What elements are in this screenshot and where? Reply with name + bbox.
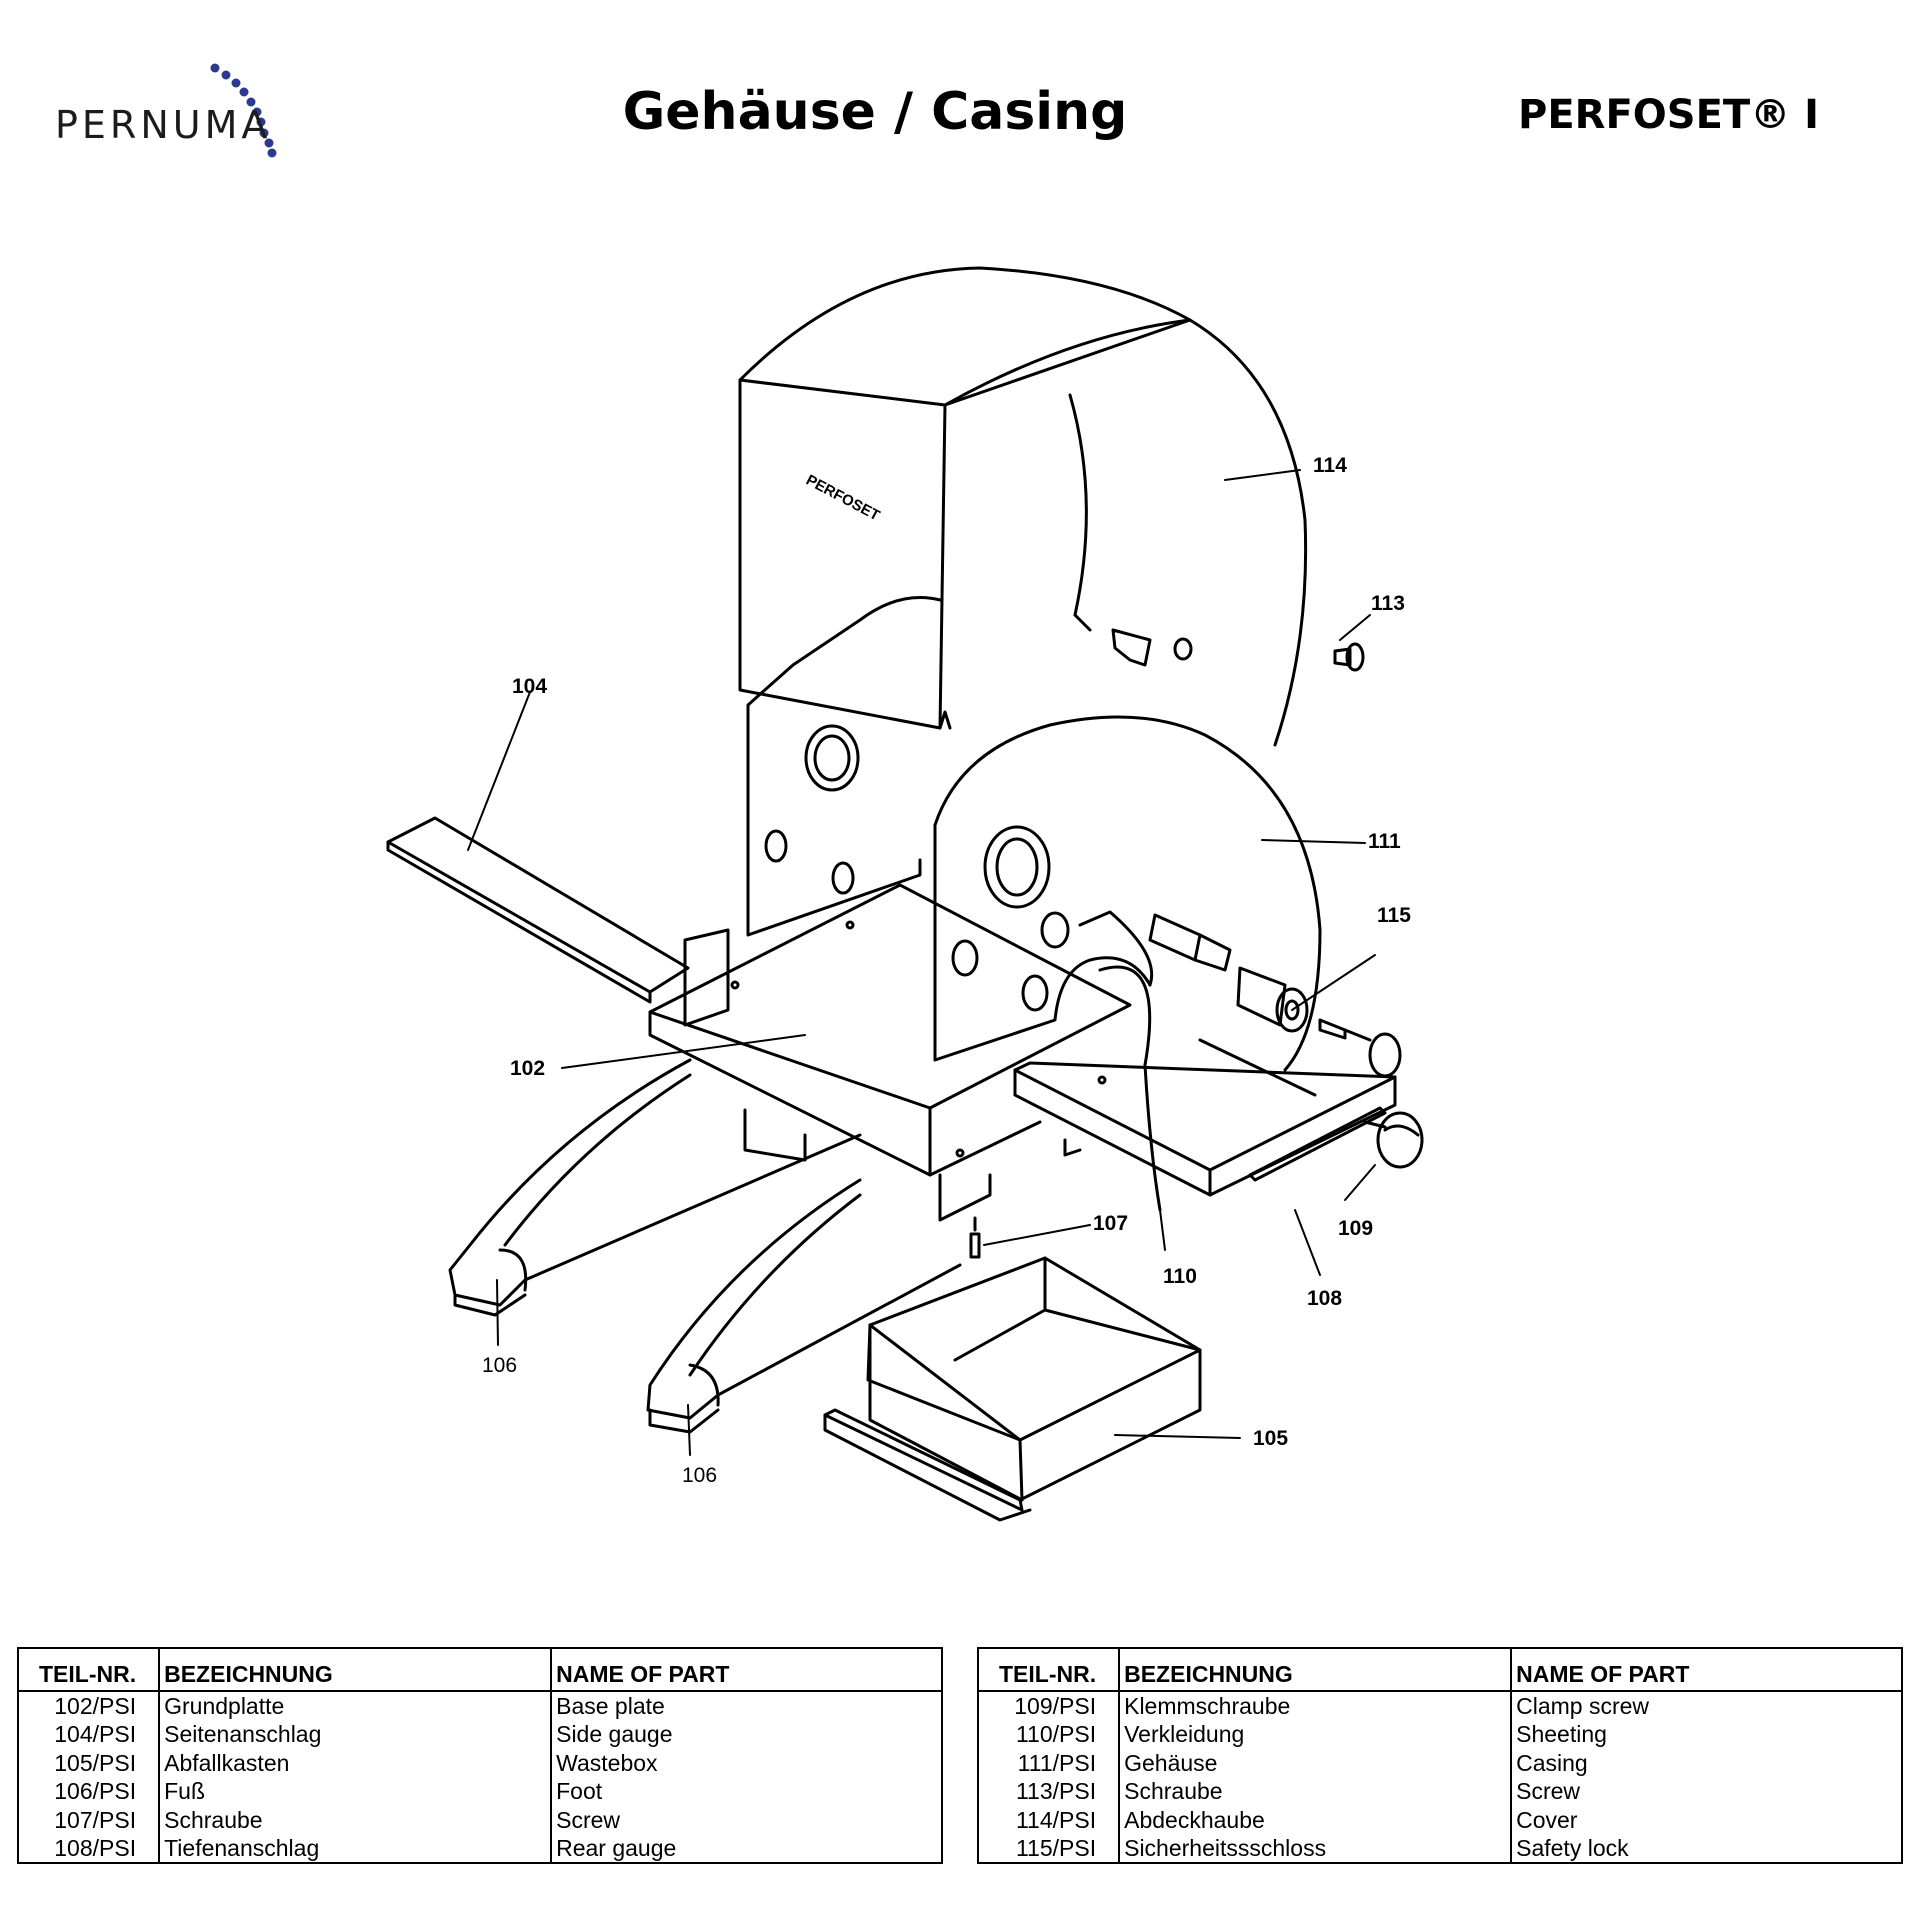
callout-107: 107 [1093,1212,1128,1235]
callout-113: 113 [1371,592,1405,615]
cover-bracket [1111,628,1193,667]
part-designation: Klemmschraube [1118,1691,1512,1720]
logo-text: PERNUMA [55,103,272,147]
part-name: Casing [1510,1748,1903,1777]
foot-right [646,1178,962,1434]
screw-107 [969,1216,981,1259]
part-designation: Sicherheitssschloss [1118,1834,1512,1863]
part-designation: Seitenanschlag [158,1720,552,1749]
safety-lock [1148,913,1402,1078]
part-no: 115/PSI [1015,1835,1097,1861]
part-no: 102/PSI [54,1693,137,1719]
table-header-row: TEIL-NR. BEZEICHNUNG NAME OF PART [18,1648,943,1692]
table-row: 107/PSI Schraube Screw [18,1805,943,1834]
wastebox [823,1256,1202,1522]
part-no: 113/PSI [1015,1778,1097,1805]
casing-brand-text: PERFOSET [803,472,882,525]
screw-113 [1333,642,1365,672]
part-name: Cover [1510,1805,1903,1834]
part-name: Wastebox [550,1748,943,1777]
part-name: Base plate [550,1691,943,1720]
part-no: 104/PSI [54,1721,137,1748]
part-name: Rear gauge [550,1834,943,1863]
product-name: PERFOSET® I [1518,92,1819,138]
exploded-view-diagram: PERFOSET [386,266,1424,1522]
parts-table-left: TEIL-NR. BEZEICHNUNG NAME OF PART 102/PS… [17,1647,944,1864]
part-designation: Fuß [158,1777,552,1806]
cover-hood: PERFOSET [738,266,1308,747]
table-row: 111/PSI Gehäuse Casing [978,1748,1903,1777]
pernuma-logo: PERNUMA [40,55,300,165]
header-designation: BEZEICHNUNG [158,1648,552,1692]
part-no: 110/PSI [1015,1721,1097,1748]
page-title: Gehäuse / Casing [622,82,1128,142]
table-row: 108/PSI Tiefenanschlag Rear gauge [18,1834,943,1863]
table-row: 105/PSI Abfallkasten Wastebox [18,1748,943,1777]
callout-102: 102 [510,1057,545,1080]
table-row: 109/PSI Klemmschraube Clamp screw [978,1691,1903,1720]
part-designation: Gehäuse [1118,1748,1512,1777]
casing-panel [933,715,1322,1072]
header-part-no: TEIL-NR. [978,1648,1120,1692]
part-designation: Abfallkasten [158,1748,552,1777]
table-row: 102/PSI Grundplatte Base plate [18,1691,943,1720]
parts-table-right: TEIL-NR. BEZEICHNUNG NAME OF PART 109/PS… [977,1647,1904,1864]
callout-110: 110 [1163,1265,1197,1288]
part-no: 107/PSI [54,1806,137,1833]
part-name: Screw [1510,1777,1903,1806]
part-designation: Schraube [1118,1777,1512,1806]
part-name: Safety lock [1510,1834,1903,1863]
part-no: 114/PSI [1015,1806,1097,1833]
callout-109: 109 [1338,1217,1373,1240]
part-designation: Abdeckhaube [1118,1805,1512,1834]
part-name: Clamp screw [1510,1691,1903,1720]
part-name: Side gauge [550,1720,943,1749]
part-no: 108/PSI [54,1835,137,1861]
callout-105: 105 [1253,1427,1288,1450]
rear-gauge [1013,1038,1397,1197]
part-name: Screw [550,1805,943,1834]
part-designation: Tiefenanschlag [158,1834,552,1863]
callout-106-left: 106 [482,1354,517,1377]
side-gauge [386,816,730,1027]
table-header-row: TEIL-NR. BEZEICHNUNG NAME OF PART [978,1648,1903,1692]
rear-side-plate [746,596,942,937]
header-designation: BEZEICHNUNG [1118,1648,1512,1692]
part-name: Foot [550,1777,943,1806]
callout-108: 108 [1307,1287,1342,1310]
base-plate [648,883,1132,1222]
header-name-of-part: NAME OF PART [1510,1648,1903,1692]
callout-106-right: 106 [682,1464,717,1487]
table-row: 104/PSI Seitenanschlag Side gauge [18,1720,943,1749]
table-row: 115/PSI Sicherheitssschloss Safety lock [978,1834,1903,1863]
leader-lines [467,469,1376,1456]
part-designation: Schraube [158,1805,552,1834]
part-name: Sheeting [1510,1720,1903,1749]
part-no: 111/PSI [1017,1749,1097,1776]
table-row: 113/PSI Schraube Screw [978,1777,1903,1806]
table-row: 110/PSI Verkleidung Sheeting [978,1720,1903,1749]
part-no: 106/PSI [54,1778,137,1805]
part-designation: Verkleidung [1118,1720,1512,1749]
callout-114: 114 [1313,454,1347,477]
part-no: 105/PSI [54,1749,137,1776]
header-part-no: TEIL-NR. [18,1648,160,1692]
sheeting-wire [1098,965,1162,1212]
part-designation: Grundplatte [158,1691,552,1720]
part-no: 109/PSI [1014,1693,1097,1719]
logo-dots-icon [210,63,277,158]
clamp-screw [1363,1111,1424,1169]
callout-104: 104 [512,675,547,698]
foot-left [448,1058,862,1317]
table-row: 106/PSI Fuß Foot [18,1777,943,1806]
callout-115: 115 [1377,904,1411,927]
table-row: 114/PSI Abdeckhaube Cover [978,1805,1903,1834]
callout-111: 111 [1368,830,1401,853]
header-name-of-part: NAME OF PART [550,1648,943,1692]
